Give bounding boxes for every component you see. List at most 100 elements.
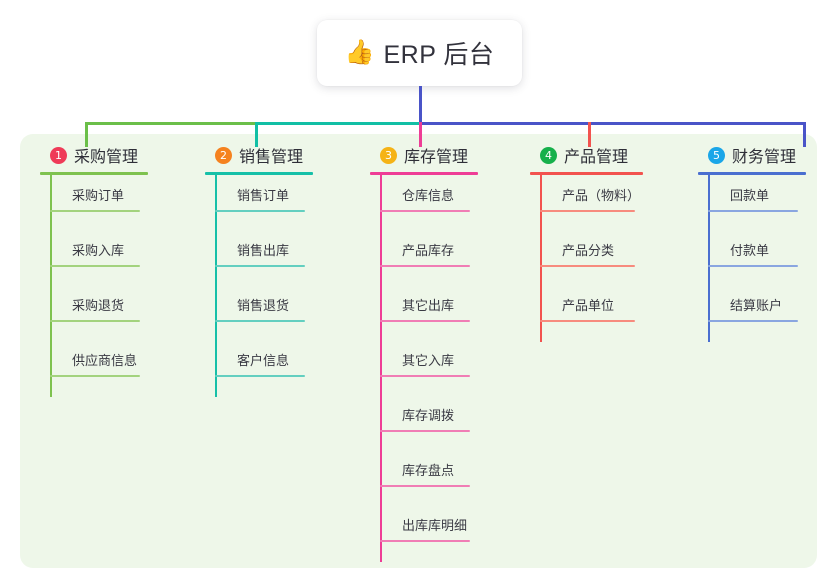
branch-item[interactable]: 库存盘点	[380, 450, 478, 505]
branch-item[interactable]: 销售订单	[215, 175, 313, 230]
branch-item-label: 其它入库	[402, 353, 455, 368]
branch-spine-4	[540, 175, 542, 342]
branch-column-3: 3 库存管理仓库信息产品库存其它出库其它入库库存调拨库存盘点出库库明细	[370, 143, 478, 562]
root-node-content: 👍 ERP 后台	[345, 35, 495, 71]
branch-item[interactable]: 客户信息	[215, 340, 313, 395]
branch-item-rule	[380, 375, 470, 377]
branch-item[interactable]: 回款单	[708, 175, 806, 230]
branch-item-label: 产品单位	[562, 298, 615, 313]
branch-item-rule	[380, 430, 470, 432]
branch-item-rule	[50, 265, 140, 267]
branch-item-label: 销售订单	[237, 188, 290, 203]
drop-line-4	[588, 122, 591, 147]
branch-item[interactable]: 其它入库	[380, 340, 478, 395]
branch-item[interactable]: 供应商信息	[50, 340, 148, 395]
branch-column-5: 5 财务管理回款单付款单结算账户	[698, 143, 806, 342]
branch-item[interactable]: 采购入库	[50, 230, 148, 285]
branch-item-rule	[380, 485, 470, 487]
branch-item[interactable]: 销售退货	[215, 285, 313, 340]
branch-item[interactable]: 产品库存	[380, 230, 478, 285]
branch-header-5[interactable]: 5 财务管理	[708, 143, 806, 167]
branch-title-4: 产品管理	[564, 149, 629, 166]
branch-title-5: 财务管理	[732, 149, 797, 166]
branch-item-rule	[380, 210, 470, 212]
drop-line-2	[255, 122, 258, 147]
branch-item-label: 产品（物料）	[562, 188, 641, 203]
branch-item-label: 销售退货	[237, 298, 290, 313]
branch-item-label: 采购入库	[72, 243, 125, 258]
branches-panel	[20, 134, 817, 568]
branch-item-label: 库存调拨	[402, 408, 455, 423]
branch-item-label: 销售出库	[237, 243, 290, 258]
branch-item[interactable]: 付款单	[708, 230, 806, 285]
branch-item[interactable]: 销售出库	[215, 230, 313, 285]
branch-item-rule	[380, 540, 470, 542]
branch-item-label: 产品分类	[562, 243, 615, 258]
branch-badge-3: 3	[380, 146, 397, 164]
branch-item-rule	[540, 265, 635, 267]
branch-header-1[interactable]: 1 采购管理	[50, 143, 148, 167]
branch-item[interactable]: 库存调拨	[380, 395, 478, 450]
branch-title-2: 销售管理	[239, 149, 304, 166]
root-node[interactable]: 👍 ERP 后台	[317, 20, 522, 86]
branch-header-rule-3	[370, 172, 478, 175]
thumbs-up-icon: 👍	[344, 39, 375, 66]
branch-item-rule	[215, 320, 305, 322]
branch-items-1: 采购订单采购入库采购退货供应商信息	[40, 175, 148, 397]
branch-title-3: 库存管理	[404, 149, 469, 166]
branch-item-rule	[380, 320, 470, 322]
bus-segment-green	[85, 122, 257, 125]
drop-line-1	[85, 122, 88, 147]
drop-line-5	[803, 122, 806, 147]
branch-items-4: 产品（物料） 产品分类产品单位	[530, 175, 643, 342]
branch-item-label: 库存盘点	[402, 463, 455, 478]
branch-item-rule	[708, 210, 798, 212]
root-title: ERP 后台	[383, 41, 495, 69]
branch-item-rule	[540, 320, 635, 322]
branch-item-label: 采购退货	[72, 298, 125, 313]
branch-item[interactable]: 产品分类	[540, 230, 643, 285]
branch-item[interactable]: 结算账户	[708, 285, 806, 340]
branch-item[interactable]: 其它出库	[380, 285, 478, 340]
branch-badge-5: 5	[708, 146, 725, 164]
branch-header-rule-2	[205, 172, 313, 175]
branch-spine-2	[215, 175, 217, 397]
branch-item-label: 采购订单	[72, 188, 125, 203]
trunk-line	[419, 86, 422, 125]
branch-item-rule	[215, 210, 305, 212]
branch-item-rule	[708, 320, 798, 322]
branch-spine-3	[380, 175, 382, 562]
branch-item-label: 仓库信息	[402, 188, 455, 203]
branch-item-label: 结算账户	[730, 298, 783, 313]
branch-item-rule	[540, 210, 635, 212]
branch-item[interactable]: 仓库信息	[380, 175, 478, 230]
branch-header-rule-4	[530, 172, 643, 175]
branch-item[interactable]: 采购退货	[50, 285, 148, 340]
branch-items-5: 回款单付款单结算账户	[698, 175, 806, 342]
branch-item-label: 供应商信息	[72, 353, 138, 368]
branch-item-label: 出库库明细	[402, 518, 468, 533]
branch-header-3[interactable]: 3 库存管理	[380, 143, 478, 167]
branch-item-rule	[50, 320, 140, 322]
branch-item[interactable]: 产品（物料）	[540, 175, 643, 230]
branch-header-rule-5	[698, 172, 806, 175]
branch-column-1: 1 采购管理采购订单采购入库采购退货供应商信息	[40, 143, 148, 397]
branch-item-rule	[50, 210, 140, 212]
branch-item-rule	[708, 265, 798, 267]
bus-segment-teal	[257, 122, 422, 125]
branch-item-label: 回款单	[730, 188, 770, 203]
branch-title-1: 采购管理	[74, 149, 139, 166]
branch-items-2: 销售订单销售出库销售退货客户信息	[205, 175, 313, 397]
branch-item[interactable]: 采购订单	[50, 175, 148, 230]
branch-header-rule-1	[40, 172, 148, 175]
branch-item-rule	[215, 375, 305, 377]
branch-item[interactable]: 产品单位	[540, 285, 643, 340]
branch-badge-1: 1	[50, 146, 67, 164]
branch-item[interactable]: 出库库明细	[380, 505, 478, 560]
branch-item-rule	[380, 265, 470, 267]
